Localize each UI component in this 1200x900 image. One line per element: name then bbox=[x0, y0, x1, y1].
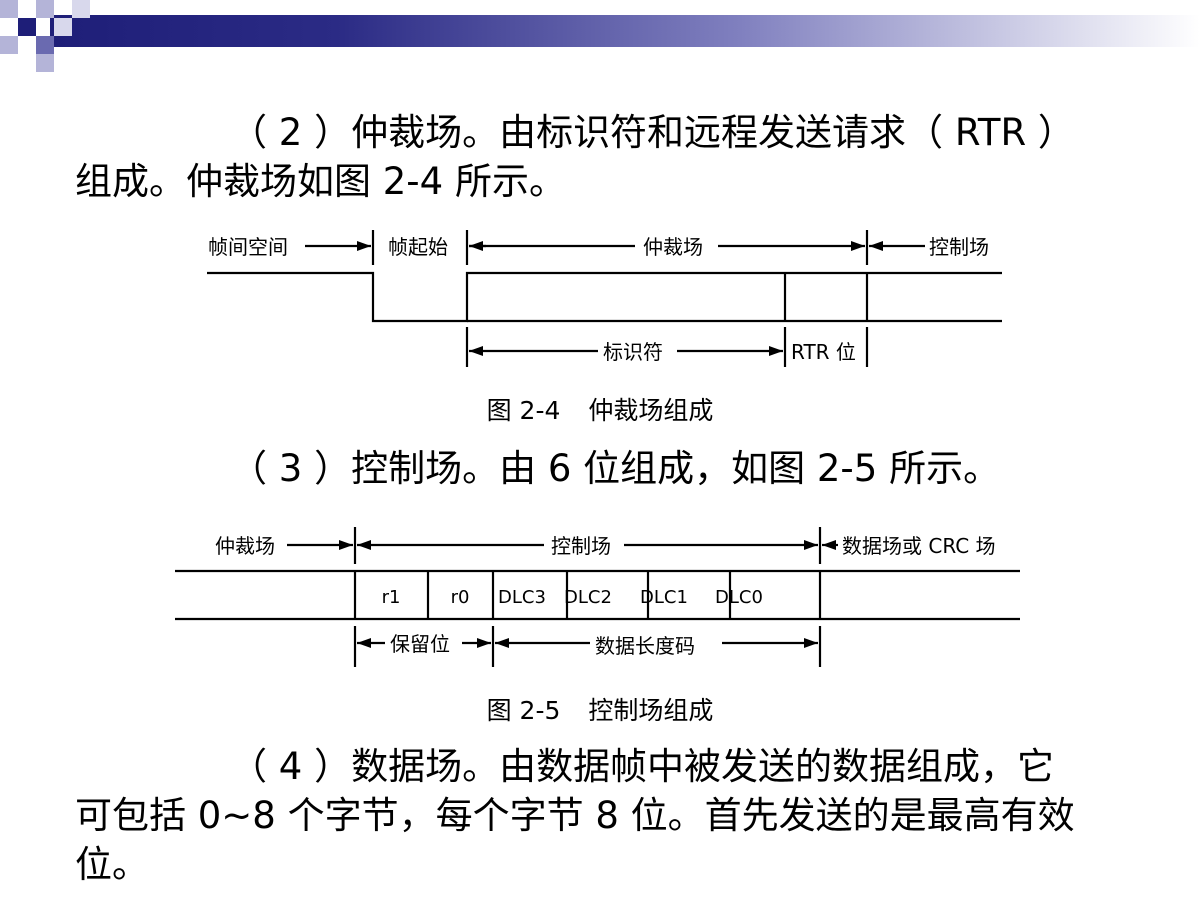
caption-number: 图 2-5 bbox=[486, 696, 561, 725]
label-interframe-space: 帧间空间 bbox=[208, 235, 288, 259]
label-arbitration-field: 仲裁场 bbox=[215, 534, 275, 558]
banner-square bbox=[72, 0, 90, 18]
caption-number: 图 2-4 bbox=[486, 396, 561, 425]
bit-cell-dlc3: DLC3 bbox=[498, 587, 546, 608]
signal-waveform bbox=[207, 271, 1002, 323]
paragraph-3-text: （ 3 ）控制场。由 6 位组成，如图 2-5 所示。 bbox=[230, 447, 1001, 490]
label-data-length-code: 数据长度码 bbox=[595, 634, 695, 658]
label-identifier: 标识符 bbox=[603, 340, 663, 364]
banner-square bbox=[36, 36, 54, 54]
caption-text: 控制场组成 bbox=[588, 696, 714, 725]
label-arbitration-field: 仲裁场 bbox=[643, 235, 703, 259]
banner-square bbox=[54, 18, 72, 36]
paragraph-4-text: 位。 bbox=[75, 843, 149, 886]
label-reserved-bits: 保留位 bbox=[390, 632, 450, 656]
label-control-field: 控制场 bbox=[551, 534, 611, 558]
paragraph-4-line-3: 位。 bbox=[75, 840, 1135, 890]
banner-square bbox=[36, 54, 54, 72]
label-start-of-frame: 帧起始 bbox=[388, 235, 448, 259]
bit-cell-dlc0: DLC0 bbox=[715, 587, 763, 608]
figure-2-4-diagram: 帧间空间 帧起始 仲裁场 控制场 标识符 RTR 位 bbox=[207, 230, 1002, 367]
paragraph-3-line-1: （ 3 ）控制场。由 6 位组成，如图 2-5 所示。 bbox=[75, 444, 1135, 494]
bit-cell-r1: r1 bbox=[382, 587, 401, 608]
banner-gradient-bar bbox=[50, 15, 1200, 47]
banner-square bbox=[0, 36, 18, 54]
paragraph-4-line-1: （ 4 ）数据场。由数据帧中被发送的数据组成，它 bbox=[75, 742, 1135, 792]
label-data-or-crc-field: 数据场或 CRC 场 bbox=[842, 534, 996, 558]
label-control-field: 控制场 bbox=[929, 235, 989, 259]
label-rtr-bit: RTR 位 bbox=[791, 340, 856, 364]
banner-square bbox=[36, 0, 54, 18]
figure-2-5-caption: 图 2-5 控制场组成 bbox=[0, 694, 1200, 728]
paragraph-4-line-2: 可包括 0~8 个字节，每个字节 8 位。首先发送的是最高有效 bbox=[75, 791, 1135, 841]
paragraph-2-line-1: （ 2 ）仲裁场。由标识符和远程发送请求（ RTR ） bbox=[75, 108, 1135, 158]
figure-2-4-caption: 图 2-4 仲裁场组成 bbox=[0, 394, 1200, 428]
banner-square bbox=[0, 0, 18, 18]
paragraph-2-line-2: 组成。仲裁场如图 2-4 所示。 bbox=[75, 157, 1135, 207]
figure-2-5-diagram: 仲裁场 控制场 数据场或 CRC 场 r1 r0 DLC3 DLC2 DLC1 … bbox=[175, 527, 1020, 667]
paragraph-2-text: 组成。仲裁场如图 2-4 所示。 bbox=[75, 160, 566, 203]
bit-cell-r0: r0 bbox=[451, 587, 470, 608]
caption-text: 仲裁场组成 bbox=[588, 396, 714, 425]
paragraph-4-text: 可包括 0~8 个字节，每个字节 8 位。首先发送的是最高有效 bbox=[75, 794, 1075, 837]
title-banner bbox=[0, 0, 1200, 72]
bit-cell-dlc1: DLC1 bbox=[640, 587, 688, 608]
paragraph-4-text: （ 4 ）数据场。由数据帧中被发送的数据组成，它 bbox=[230, 745, 1055, 788]
bit-cell-dlc2: DLC2 bbox=[564, 587, 612, 608]
banner-square bbox=[18, 18, 36, 36]
paragraph-2-text: （ 2 ）仲裁场。由标识符和远程发送请求（ RTR ） bbox=[230, 111, 1075, 154]
